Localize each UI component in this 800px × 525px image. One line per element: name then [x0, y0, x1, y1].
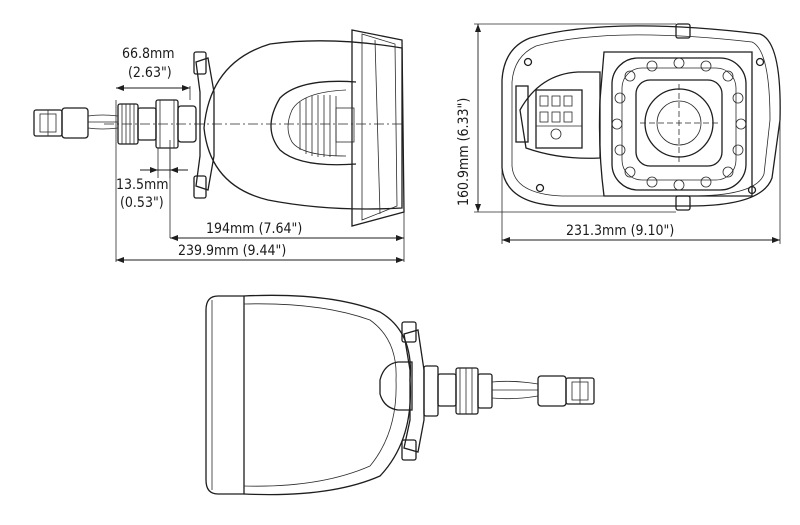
front-view: [501, 23, 781, 211]
side-view: [33, 29, 405, 227]
side-view-bottom: [205, 294, 595, 496]
width-label: 231.3mm (9.10"): [566, 223, 674, 239]
height-label: 160.9mm (6.33"): [456, 98, 472, 206]
bracket-depth-label: 66.8mm: [122, 46, 175, 62]
side-view-dimensions: [115, 85, 405, 263]
bracket-depth-inch-label: (2.63"): [128, 65, 172, 81]
stud-offset-inch-label: (0.53"): [120, 195, 164, 211]
front-view-dimensions: [474, 23, 781, 244]
housing-depth-label: 194mm (7.64"): [206, 221, 302, 237]
overall-depth-label: 239.9mm (9.44"): [178, 243, 286, 259]
stud-offset-label: 13.5mm: [116, 177, 169, 193]
